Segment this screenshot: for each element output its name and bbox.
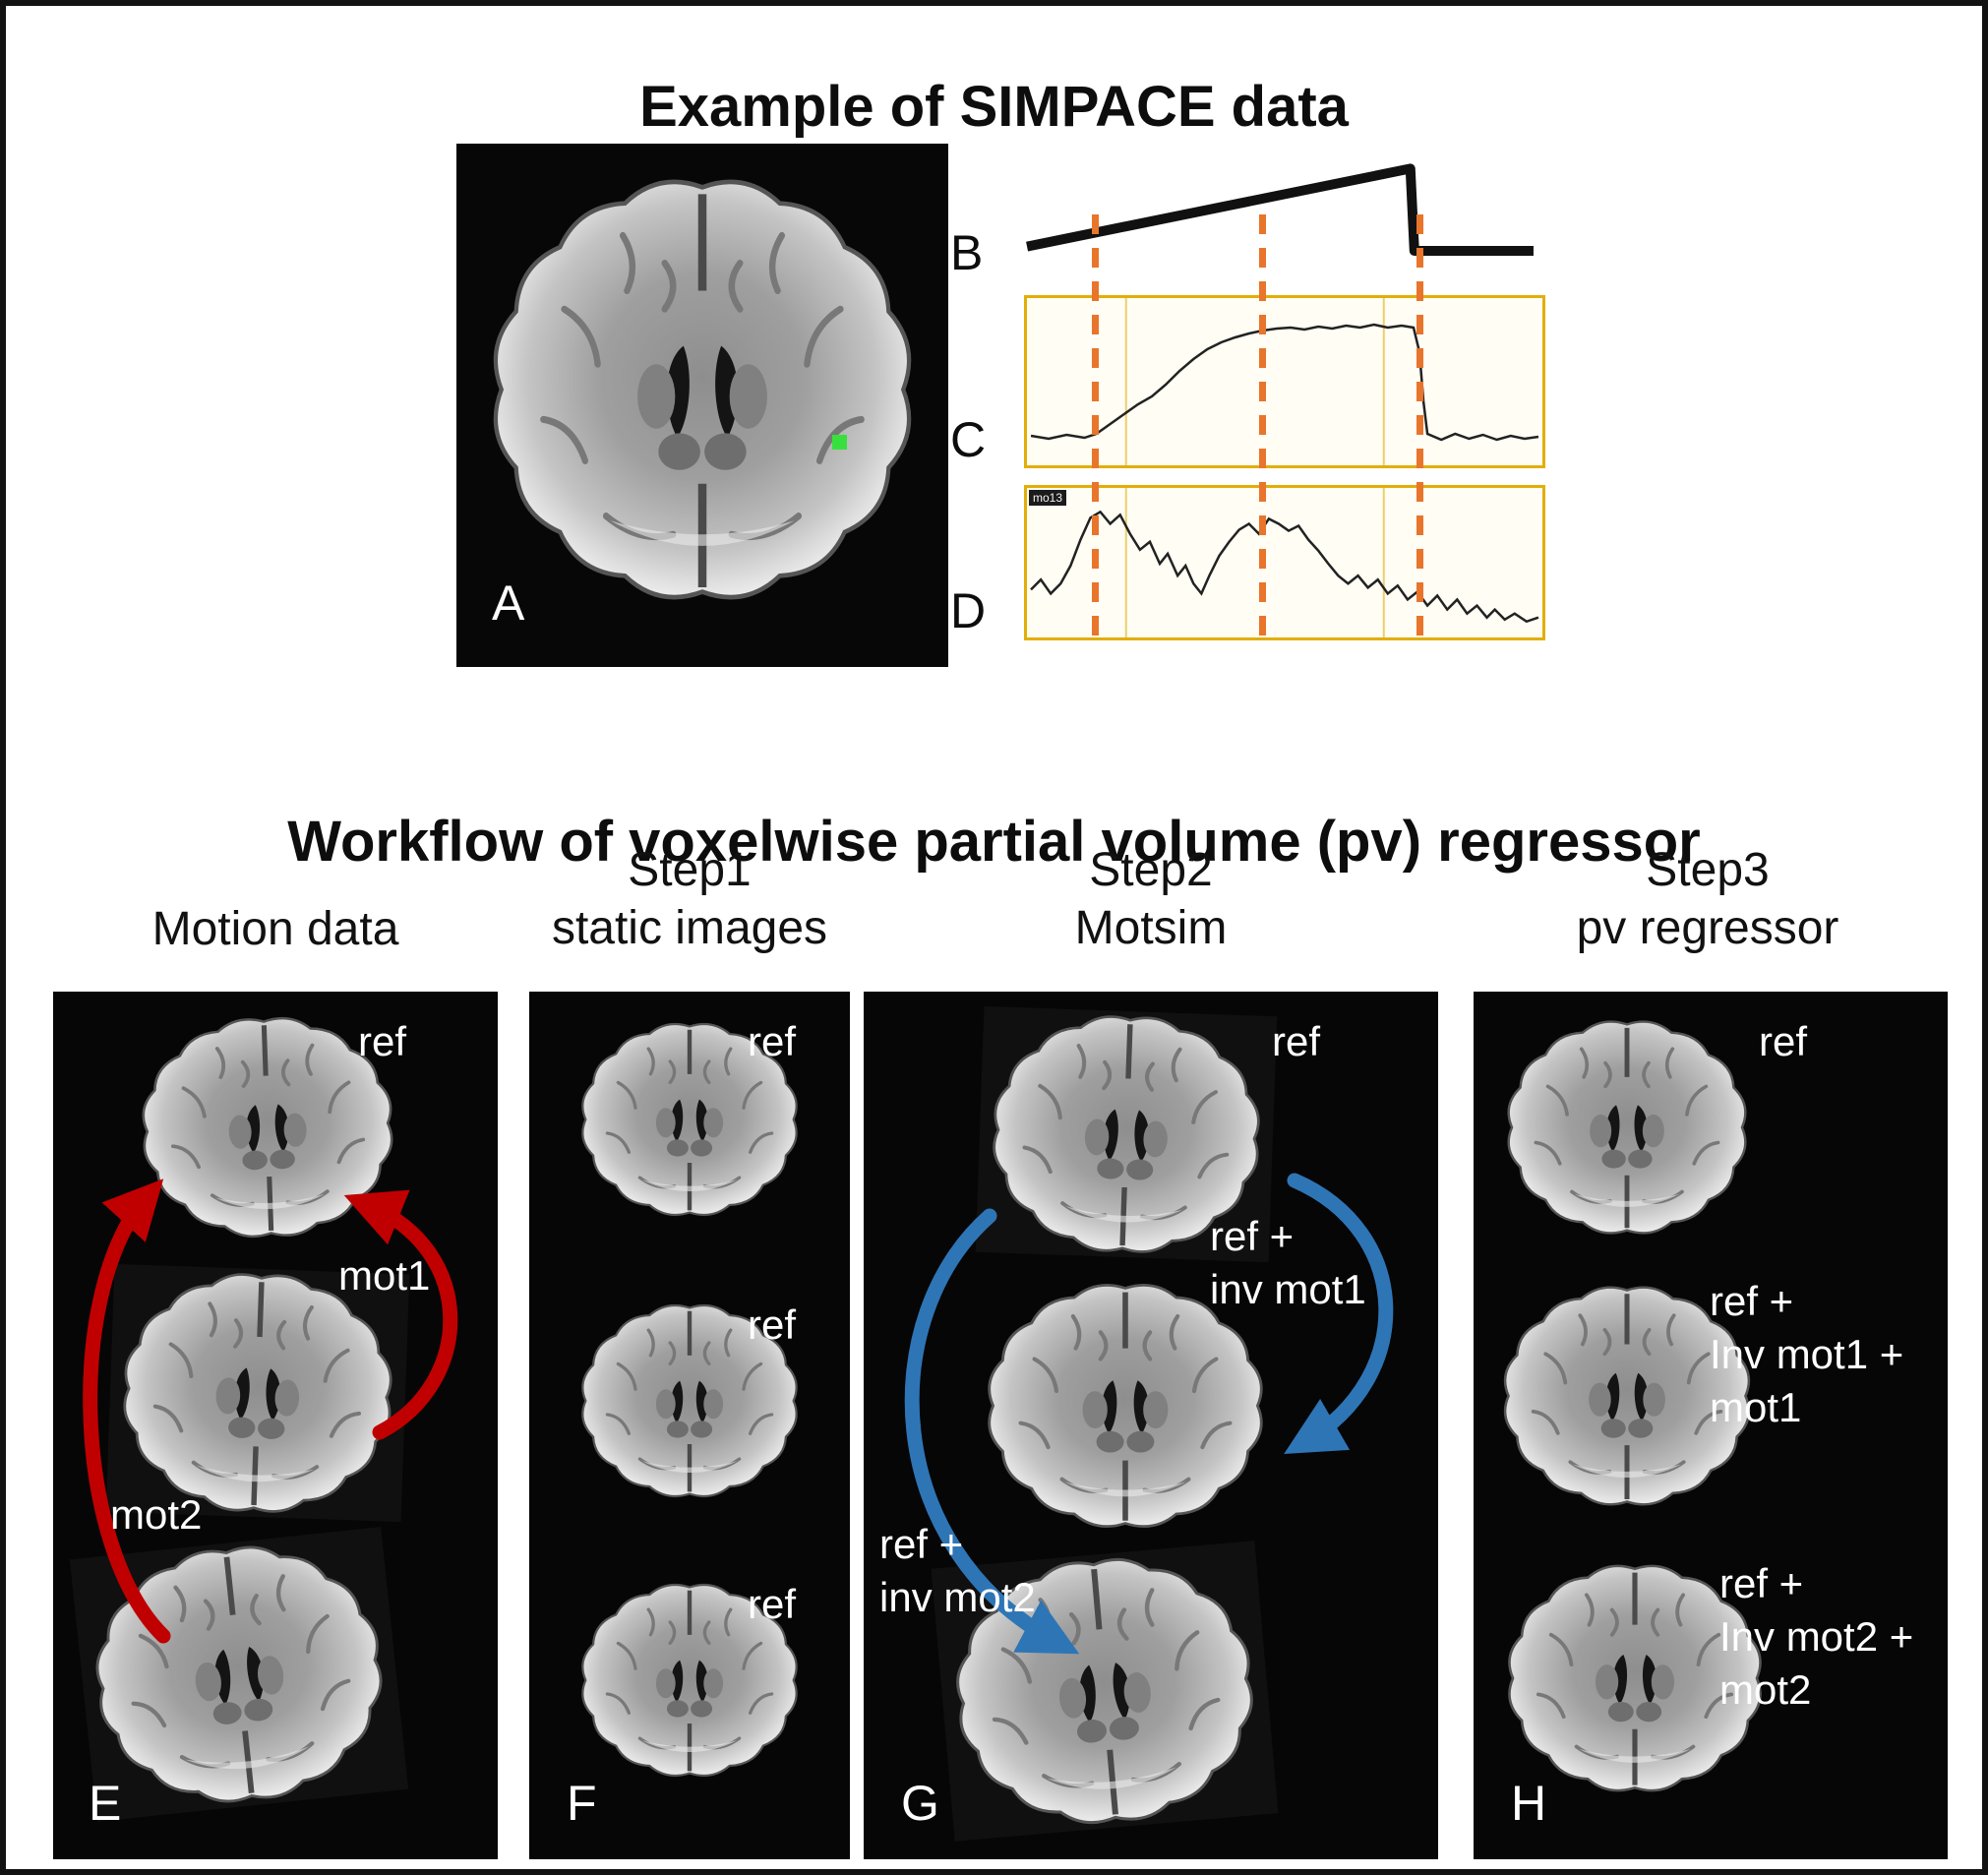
- brain-image: [105, 1263, 410, 1523]
- panel-f-label: F: [567, 1776, 597, 1831]
- panel-d-label: D: [950, 583, 987, 638]
- ref-inv-mot2-label: ref + inv mot2: [879, 1518, 1036, 1624]
- signal-timecourse-svg: [1027, 298, 1542, 465]
- ref-inv-mot1-label: ref + inv mot1: [1210, 1210, 1366, 1316]
- mot2-label: mot2: [110, 1491, 203, 1538]
- label-line: mot2: [1719, 1665, 1812, 1713]
- time-marker-dashed-line: [1259, 214, 1266, 645]
- panel-a-label: A: [492, 575, 525, 631]
- label-line: ref +: [1719, 1560, 1804, 1606]
- panel-c-label: C: [950, 412, 987, 467]
- motion-trace-line: [1031, 512, 1538, 621]
- column-header-step2: Step2 Motsim: [864, 842, 1438, 957]
- label-line: ref +: [1710, 1278, 1794, 1324]
- ref-label: ref: [1272, 1018, 1321, 1064]
- signal-timecourse-trace: [1031, 325, 1538, 440]
- figure-title: Example of SIMPACE data: [639, 74, 1349, 139]
- ref-label: ref: [748, 1018, 797, 1064]
- panel-a-brain-image: A: [456, 144, 948, 667]
- motion-trace-svg: [1027, 488, 1542, 637]
- column-header-line: Step3: [1646, 844, 1770, 896]
- brain-image: [1495, 1016, 1759, 1239]
- label-line: inv mot1: [1210, 1265, 1366, 1312]
- ref-label: ref: [748, 1581, 797, 1627]
- column-header-line: Step1: [628, 844, 752, 896]
- ref-inv-mot2-mot2-label: ref + Inv mot2 + mot2: [1719, 1557, 1913, 1716]
- time-marker-dashed-line: [1416, 214, 1423, 645]
- panel-h-pv-regressor: ref ref + Inv mot1 + mot1 ref + Inv mot2…: [1474, 992, 1948, 1859]
- panel-g-label: G: [901, 1776, 939, 1831]
- panel-g-motsim: ref ref + inv mot1 ref + inv mot2 G: [864, 992, 1438, 1859]
- workflow-title: Workflow of voxelwise partial volume (pv…: [287, 810, 1701, 875]
- time-marker-dashed-line: [1092, 214, 1099, 645]
- motion-paradigm-trace: [1027, 168, 1534, 251]
- column-header-line: Motsim: [1074, 901, 1228, 954]
- plot-inset-label: mo13: [1029, 490, 1067, 506]
- label-line: Inv mot2 +: [1719, 1612, 1914, 1660]
- ref-label: ref: [748, 1301, 797, 1348]
- brain-mri-image: [472, 171, 933, 608]
- label-line: Inv mot1 +: [1710, 1330, 1904, 1377]
- ref-label: ref: [1759, 1018, 1808, 1064]
- panel-b-label: B: [950, 225, 984, 280]
- voxel-marker: [832, 435, 847, 450]
- ref-label: ref: [358, 1018, 407, 1064]
- signal-timecourse-plot: [1024, 295, 1545, 468]
- label-line: ref +: [1210, 1213, 1295, 1259]
- column-header-line: Step2: [1089, 844, 1213, 896]
- column-header-motion-data: Motion data: [53, 901, 498, 959]
- label-line: mot1: [1710, 1383, 1802, 1430]
- column-header-step3: Step3 pv regressor: [1452, 842, 1963, 957]
- ref-inv-mot1-mot1-label: ref + Inv mot1 + mot1: [1710, 1275, 1903, 1433]
- label-line: ref +: [879, 1521, 964, 1567]
- column-header-step1: Step1 static images: [498, 842, 881, 957]
- brain-image: [974, 1279, 1277, 1533]
- panel-e-motion-data: ref mot1 mot2 E: [53, 992, 498, 1859]
- column-header-line: pv regressor: [1576, 901, 1839, 954]
- panel-h-label: H: [1511, 1776, 1547, 1831]
- panel-e-label: E: [89, 1776, 122, 1831]
- motion-trace-plot: mo13: [1024, 485, 1545, 640]
- column-header-line: static images: [551, 901, 828, 954]
- column-header-line: Motion data: [151, 903, 399, 955]
- label-line: inv mot2: [879, 1573, 1036, 1620]
- panel-f-static-images: ref ref ref F: [529, 992, 850, 1859]
- motion-paradigm-plot: [1021, 153, 1537, 262]
- mot1-label: mot1: [338, 1252, 431, 1299]
